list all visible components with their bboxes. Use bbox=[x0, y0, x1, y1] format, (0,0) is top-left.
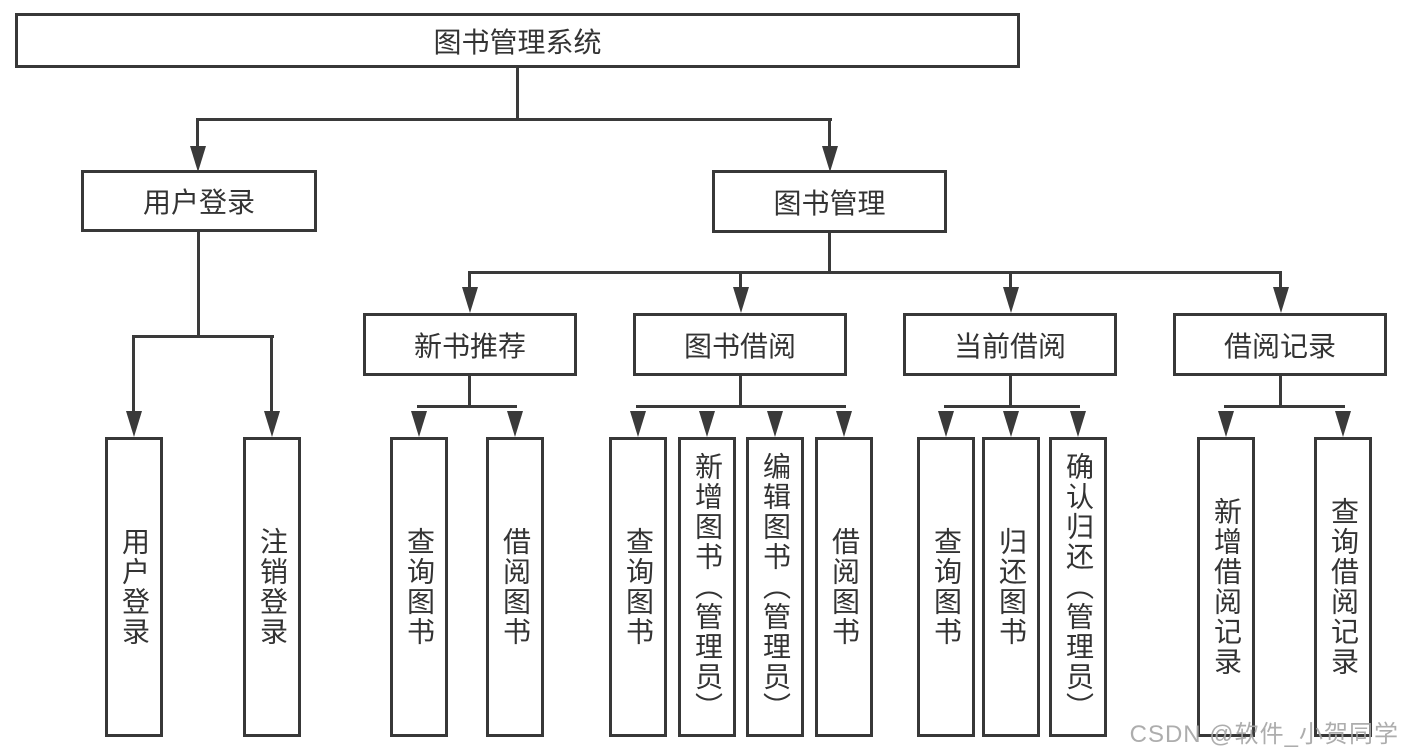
connector-hline bbox=[132, 335, 274, 338]
node-add-books-admin: 新增图书（管理员） bbox=[678, 437, 736, 737]
node-label: 注销登录 bbox=[257, 527, 288, 647]
node-label: 借阅图书 bbox=[829, 527, 860, 647]
connector-vline bbox=[1009, 271, 1012, 289]
connector-vline bbox=[828, 118, 831, 152]
node-label: 借阅图书 bbox=[500, 527, 531, 647]
arrow-down-icon bbox=[1273, 287, 1289, 313]
arrow-down-icon bbox=[126, 411, 142, 437]
connector-vline bbox=[739, 376, 742, 408]
arrow-down-icon bbox=[733, 287, 749, 313]
node-label: 归还图书 bbox=[996, 527, 1027, 647]
arrow-down-icon bbox=[1218, 411, 1234, 437]
node-library-management-system: 图书管理系统 bbox=[15, 13, 1020, 68]
arrow-down-icon bbox=[699, 411, 715, 437]
arrow-down-icon bbox=[462, 287, 478, 313]
node-borrowing-records: 借阅记录 bbox=[1173, 313, 1387, 376]
arrow-down-icon bbox=[938, 411, 954, 437]
connector-vline bbox=[468, 376, 471, 408]
arrow-down-icon bbox=[836, 411, 852, 437]
node-current-borrowing: 当前借阅 bbox=[903, 313, 1117, 376]
connector-hline bbox=[636, 405, 846, 408]
node-query-books-current: 查询图书 bbox=[917, 437, 975, 737]
node-label: 新增图书（管理员） bbox=[692, 452, 723, 722]
connector-vline bbox=[739, 271, 742, 289]
connector-vline bbox=[1009, 376, 1012, 408]
connector-vline bbox=[132, 335, 135, 415]
node-query-books-recommend: 查询图书 bbox=[390, 437, 448, 737]
arrow-down-icon bbox=[767, 411, 783, 437]
connector-vline bbox=[468, 271, 471, 289]
arrow-down-icon bbox=[1070, 411, 1086, 437]
node-query-borrow-record: 查询借阅记录 bbox=[1314, 437, 1372, 737]
node-label: 查询图书 bbox=[404, 527, 435, 647]
arrow-down-icon bbox=[1335, 411, 1351, 437]
connector-vline bbox=[828, 233, 831, 274]
connector-hline bbox=[417, 405, 517, 408]
node-label: 查询图书 bbox=[931, 527, 962, 647]
node-label: 用户登录 bbox=[119, 527, 150, 647]
connector-hline bbox=[1224, 405, 1345, 408]
node-label: 编辑图书（管理员） bbox=[760, 452, 791, 722]
node-label: 新增借阅记录 bbox=[1211, 497, 1242, 677]
node-label: 查询图书 bbox=[623, 527, 654, 647]
arrow-down-icon bbox=[507, 411, 523, 437]
arrow-down-icon bbox=[1003, 287, 1019, 313]
connector-vline bbox=[1279, 376, 1282, 408]
node-add-borrow-record: 新增借阅记录 bbox=[1197, 437, 1255, 737]
connector-vline bbox=[1279, 271, 1282, 289]
node-book-borrowing: 图书借阅 bbox=[633, 313, 847, 376]
node-user-login: 用户登录 bbox=[81, 170, 317, 232]
node-confirm-return-admin: 确认归还（管理员） bbox=[1049, 437, 1107, 737]
arrow-down-icon bbox=[630, 411, 646, 437]
node-return-books: 归还图书 bbox=[982, 437, 1040, 737]
arrow-down-icon bbox=[264, 411, 280, 437]
node-book-management: 图书管理 bbox=[712, 170, 947, 233]
node-user-login-leaf: 用户登录 bbox=[105, 437, 163, 737]
connector-vline bbox=[516, 68, 519, 120]
arrow-down-icon bbox=[190, 146, 206, 172]
connector-hline bbox=[197, 118, 832, 121]
connector-hline bbox=[468, 271, 1282, 274]
node-edit-books-admin: 编辑图书（管理员） bbox=[746, 437, 804, 737]
arrow-down-icon bbox=[1003, 411, 1019, 437]
node-label: 确认归还（管理员） bbox=[1063, 452, 1094, 722]
connector-vline bbox=[270, 335, 273, 415]
node-query-books-borrowing: 查询图书 bbox=[609, 437, 667, 737]
connector-vline bbox=[196, 118, 199, 152]
connector-vline bbox=[197, 232, 200, 338]
node-borrow-books-recommend: 借阅图书 bbox=[486, 437, 544, 737]
node-borrow-books: 借阅图书 bbox=[815, 437, 873, 737]
connector-hline bbox=[944, 405, 1080, 408]
node-logout: 注销登录 bbox=[243, 437, 301, 737]
arrow-down-icon bbox=[822, 146, 838, 172]
node-new-book-recommendation: 新书推荐 bbox=[363, 313, 577, 376]
watermark: CSDN @软件_小贺同学 bbox=[1129, 721, 1399, 747]
node-label: 查询借阅记录 bbox=[1328, 497, 1359, 677]
arrow-down-icon bbox=[411, 411, 427, 437]
